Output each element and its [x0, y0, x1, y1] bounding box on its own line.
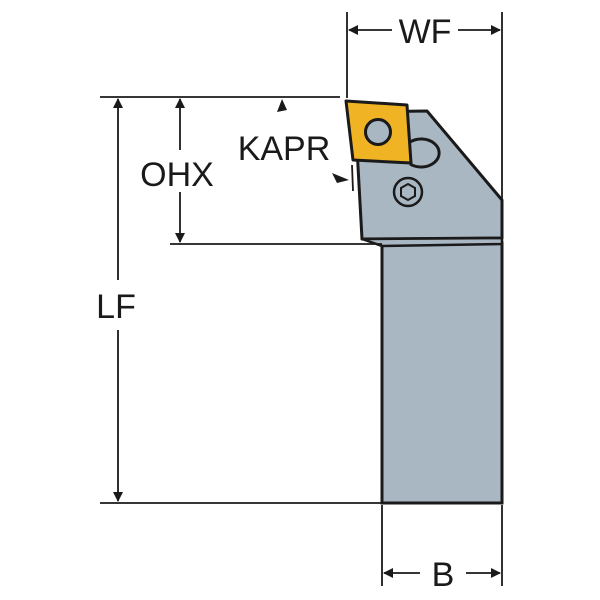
lf-label: LF	[96, 288, 136, 326]
ohx-label: OHX	[140, 156, 214, 194]
kapr-label: KAPR	[238, 130, 331, 168]
b-label: B	[432, 556, 455, 594]
insert-hole	[364, 118, 392, 146]
head-shim-edge	[361, 236, 504, 248]
wf-label: WF	[399, 13, 452, 51]
kapr-arrow-bottom	[332, 173, 349, 183]
shank	[380, 241, 504, 505]
clamp-recess	[409, 137, 441, 169]
screw-icon	[392, 176, 424, 208]
dimension-lines	[113, 25, 501, 578]
extension-lines	[100, 12, 503, 586]
kapr-arrow-top	[277, 99, 287, 112]
